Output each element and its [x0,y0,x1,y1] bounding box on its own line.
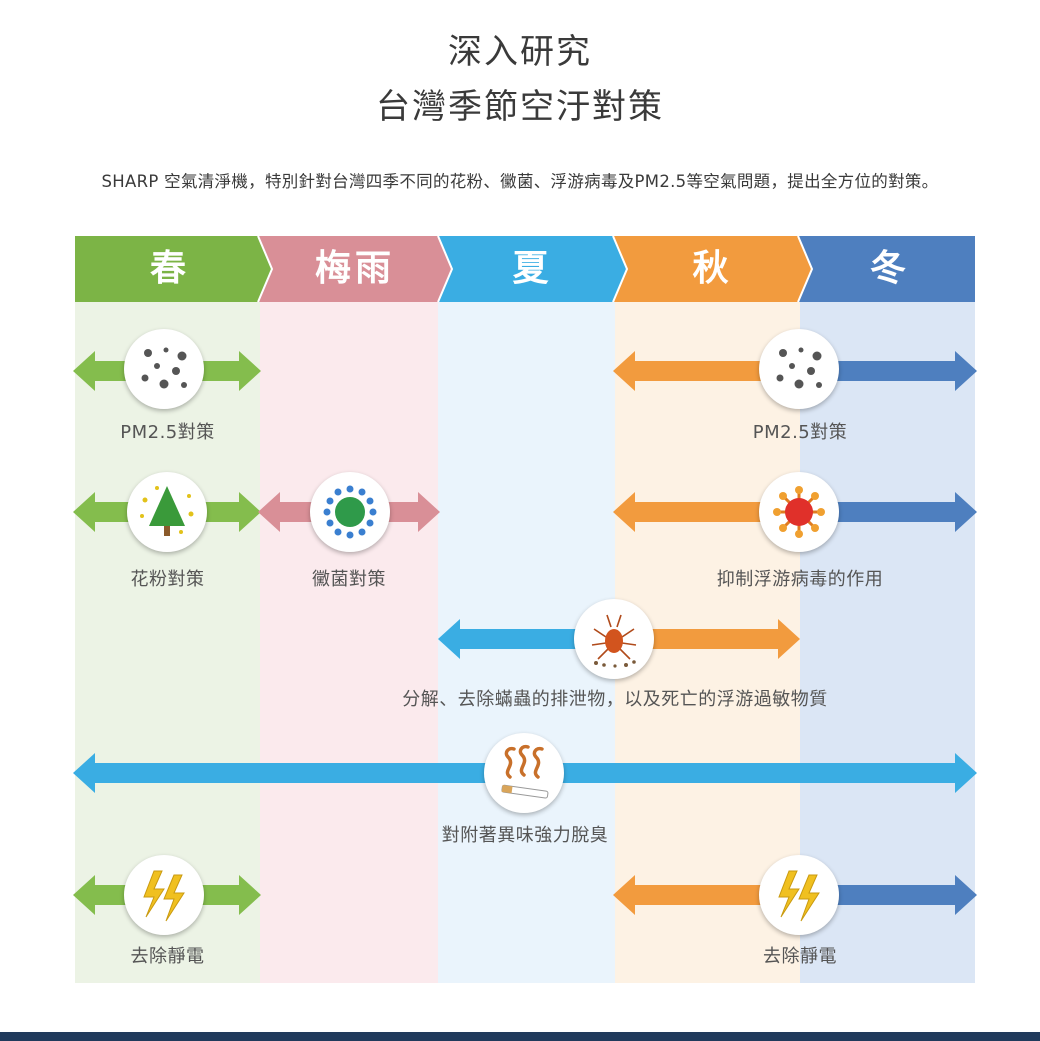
summer-chevron [438,236,627,302]
cigarette-smoke-icon [484,733,564,813]
static-autumn-winter-arrow [613,875,977,915]
particles-icon [759,329,839,409]
static-spring-label: 去除靜電 [130,946,205,967]
season-winter: 冬 [869,248,910,289]
pm25-spring-label: PM2.5對策 [120,422,215,443]
virus-arrow [613,492,977,532]
virus-label: 抑制浮游病毒的作用 [716,569,884,590]
particles-icon [124,329,204,409]
mold-spore-icon [310,472,390,552]
mite-arrow [438,619,800,659]
spring-chevron [75,236,272,302]
plum-rain-column [260,302,438,983]
intro-text: SHARP 空氣清淨機，特別針對台灣四季不同的花粉、黴菌、浮游病毒及PM2.5等… [101,172,939,191]
mite-icon [574,599,654,679]
season-spring: 春 [149,248,190,289]
static-autumn-label: 去除靜電 [763,946,837,967]
pm25-autumn-winter-arrow [613,351,977,391]
tree-pollen-icon [127,472,207,552]
autumn-chevron [613,236,812,302]
mite-label: 分解、去除蟎蟲的排泄物，以及死亡的浮游過敏物質 [402,689,828,710]
season-summer: 夏 [512,248,553,289]
winter-chevron [798,236,975,302]
season-autumn: 秋 [692,248,733,289]
pm25-autumn-label: PM2.5對策 [752,422,848,443]
odor-label: 對附著異味強力脫臭 [441,825,609,846]
footer-bar [0,1032,1040,1041]
virus-icon [759,472,839,552]
season-header-bar [75,236,975,302]
pollen-label: 花粉對策 [130,569,205,590]
lightning-icon [759,855,839,935]
page-title-line2: 台灣季節空汙對策 [376,87,664,127]
plum-rain-chevron [258,236,452,302]
page-title-line1: 深入研究 [448,32,592,72]
mold-label: 黴菌對策 [312,569,386,590]
season-plum-rain: 梅雨 [314,248,395,289]
lightning-icon [124,855,204,935]
